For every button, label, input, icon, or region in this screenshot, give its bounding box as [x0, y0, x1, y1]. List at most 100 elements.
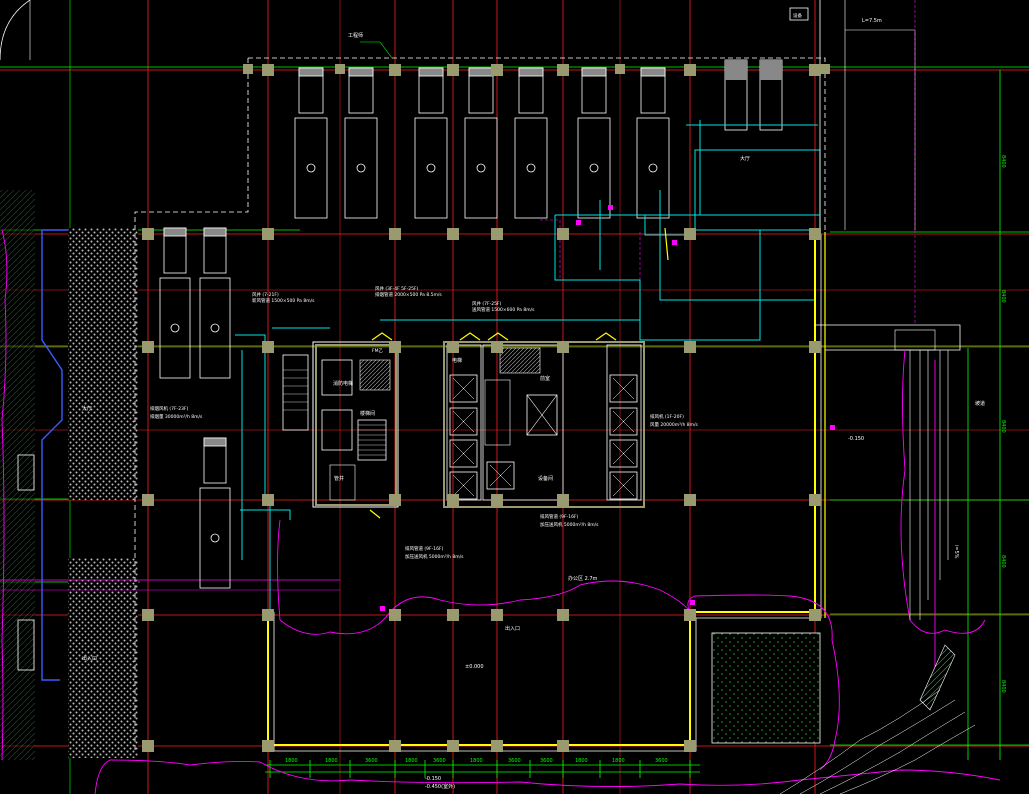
dim-8: 3600	[540, 758, 553, 764]
column	[262, 228, 274, 240]
stall-marker	[648, 163, 658, 173]
parking-cars	[294, 67, 670, 219]
note-elev-r: -0.150	[848, 436, 864, 442]
note-mid-4: 加压送风机 5000m³/h 8m/s	[405, 553, 464, 560]
stall-marker	[526, 163, 536, 173]
column	[557, 228, 569, 240]
right-dim-4: 8400	[1000, 555, 1006, 568]
note-area: 办公区 2.7m	[568, 575, 598, 582]
left-paving-label: 大厅	[82, 405, 92, 412]
column	[389, 64, 401, 76]
column	[447, 609, 459, 621]
core-left: 消防电梯 楼梯间 管井 风井 (7-21F) 新风管道 1500×500 Pa …	[252, 285, 442, 508]
column	[262, 341, 274, 353]
column	[262, 740, 274, 752]
column	[491, 609, 503, 621]
dim-2: 1800	[325, 758, 338, 764]
column	[447, 740, 459, 752]
stall-marker	[170, 323, 180, 333]
core-right-lobby: 前室	[540, 375, 550, 382]
note-slope: i=5%	[953, 545, 959, 559]
right-dim-5: 8400	[1000, 680, 1006, 693]
car-roof	[518, 67, 544, 77]
note-low: -0.150	[425, 776, 441, 782]
elevator-box-2	[321, 409, 353, 451]
fire-doors	[369, 227, 669, 519]
column	[684, 494, 696, 506]
elevator-box	[449, 407, 478, 436]
parking-stall	[344, 117, 378, 219]
paving-hatch-top	[68, 228, 138, 500]
column	[447, 64, 459, 76]
parking-stall	[636, 117, 670, 219]
column	[491, 341, 503, 353]
elevator-cross	[612, 442, 635, 465]
column	[389, 494, 401, 506]
elevator-box	[486, 461, 515, 490]
column	[684, 609, 696, 621]
fire-boundary	[267, 234, 816, 746]
column	[809, 494, 821, 506]
column	[262, 64, 274, 76]
core-left-shaft: 管井	[334, 475, 344, 482]
column	[262, 609, 274, 621]
car-roof	[418, 67, 444, 77]
paving-hatch-bottom	[68, 558, 138, 758]
car-roof	[640, 67, 666, 77]
elevator-cross	[612, 474, 635, 497]
column	[491, 740, 503, 752]
column	[557, 494, 569, 506]
column	[447, 494, 459, 506]
property-boundary	[1, 229, 1001, 794]
core-left-room: 消防电梯	[333, 380, 353, 387]
car-roof	[163, 227, 187, 237]
column	[142, 609, 154, 621]
parking-stall	[294, 117, 328, 219]
core-left-ev2-note: 排烟管道 2000×500 Pa 8.5m/s	[375, 291, 442, 298]
column	[809, 341, 821, 353]
right-dim-3: 8400	[1000, 420, 1006, 433]
elevator-cross	[452, 442, 475, 465]
column	[684, 341, 696, 353]
column	[557, 740, 569, 752]
elevator-box	[609, 407, 638, 436]
top-tag-b: L=7.5m	[862, 18, 882, 24]
equipment-room: 设备 工程师 L=7.5m	[348, 0, 916, 325]
dim-1: 1800	[285, 758, 298, 764]
elevator-cross	[612, 410, 635, 433]
parking-stall	[464, 117, 498, 219]
column	[809, 609, 821, 621]
column	[491, 64, 503, 76]
columns	[142, 64, 830, 752]
dim-4: 1800	[405, 758, 418, 764]
column	[447, 228, 459, 240]
note-top-room: 大厅	[740, 155, 750, 162]
column	[389, 341, 401, 353]
column	[684, 228, 696, 240]
column	[557, 341, 569, 353]
column	[335, 64, 345, 74]
note-left-fan: 排烟风机 (7F-23F)	[150, 405, 189, 412]
left-paving-label-2: 出入口	[82, 655, 97, 662]
dim-6: 1800	[470, 758, 483, 764]
core-left-stair: 楼梯间	[360, 410, 375, 417]
elevator-box-1	[321, 359, 353, 396]
column	[243, 64, 253, 74]
note-low2: -0.450(室外)	[425, 783, 455, 790]
core-left-ev1-note: 新风管道 1500×500 Pa 8m/s	[252, 297, 315, 304]
dim-11: 3600	[655, 758, 668, 764]
ducts	[235, 120, 820, 612]
parking-cars-left	[159, 227, 231, 589]
stall-marker	[210, 533, 220, 543]
note-exit: 出入口	[505, 625, 520, 632]
door-tags	[380, 205, 835, 611]
parking-stall	[414, 117, 448, 219]
column	[142, 494, 154, 506]
building-outline	[267, 232, 961, 752]
parking-stall	[577, 117, 611, 219]
dim-10: 1800	[612, 758, 625, 764]
note-mid-2: 加压送风机 5000m³/h 8m/s	[540, 521, 599, 528]
core-left-ev1: 风井 (7-21F)	[252, 291, 279, 298]
parking-stall	[514, 117, 548, 219]
